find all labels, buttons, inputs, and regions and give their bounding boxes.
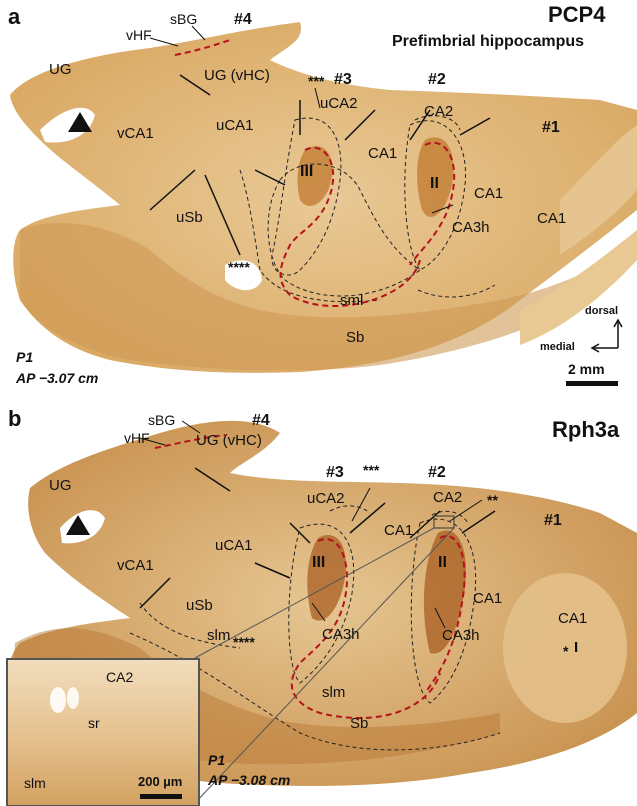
label-n4-b: #4 [252, 412, 270, 429]
label-sb-b: Sb [350, 715, 369, 732]
label-roman2-a: II [430, 175, 439, 192]
label-star1-b: * [563, 643, 569, 659]
label-vhf-a: vHF [126, 27, 152, 43]
panel-letter-a: a [8, 4, 21, 29]
label-ca1-far-a: CA1 [537, 210, 567, 227]
label-slm-a-b: slm [207, 627, 231, 644]
inset-label-sr: sr [88, 715, 100, 731]
label-roman3-a: III [300, 163, 314, 180]
inset-ca2-magnification: CA2 sr slm 200 µm [6, 658, 200, 806]
panel-a: a PCP4 Prefimbrial hippocampus UG sBG vH… [0, 0, 637, 400]
label-sb-a: Sb [346, 329, 365, 346]
label-ca3h-b-b: CA3h [442, 627, 480, 644]
orientation-arrows [590, 318, 623, 353]
label-ap-a: AP −3.07 cm [16, 370, 99, 386]
label-vca1-a: vCA1 [117, 125, 154, 142]
label-n1-a: #1 [542, 119, 560, 136]
label-sml-a: sml [340, 292, 364, 309]
label-ca3h-a: CA3h [452, 219, 490, 236]
label-ca1-right-a: CA1 [474, 185, 504, 202]
label-stars4-a: **** [228, 259, 250, 275]
label-vca1-b: vCA1 [117, 557, 154, 574]
stain-title-b: Rph3a [552, 417, 620, 442]
label-vhf-b: vHF [124, 430, 150, 446]
label-ca1-c-b: CA1 [558, 610, 588, 627]
label-n3-b: #3 [326, 464, 344, 481]
label-usb-b: uSb [186, 597, 213, 614]
label-p1-b: P1 [208, 752, 226, 768]
panel-letter-b: b [8, 406, 22, 431]
panel-b: CA2 sr slm 200 µm b Rph3a UG sBG vHF #4 … [0, 403, 637, 806]
red-boundaries-b [154, 434, 466, 720]
label-slm-b-b: slm [322, 684, 346, 701]
label-ug-vhc-b: UG (vHC) [196, 432, 262, 449]
label-ca2-a: CA2 [424, 103, 454, 120]
scale-label-a: 2 mm [568, 361, 605, 377]
label-ca1-a-b: CA1 [384, 522, 414, 539]
label-roman3-b: III [312, 554, 326, 571]
label-uca1-a: uCA1 [216, 117, 254, 134]
label-ug-vhc-a: UG (vHC) [204, 67, 270, 84]
region-boundaries-b [129, 505, 501, 751]
label-ug-b: UG [49, 477, 72, 494]
label-ca3h-a-b: CA3h [322, 626, 360, 643]
label-ug-a: UG [49, 61, 72, 78]
label-uca2-b: uCA2 [307, 490, 345, 507]
label-ap-b: AP −3.08 cm [208, 772, 291, 788]
label-p1-a: P1 [16, 349, 34, 365]
label-ca2-b: CA2 [433, 489, 463, 506]
label-uca1-b: uCA1 [215, 537, 253, 554]
label-n1-b: #1 [544, 512, 562, 529]
label-dorsal: dorsal [585, 305, 619, 317]
divider-lines [149, 74, 491, 256]
label-usb-a: uSb [176, 209, 203, 226]
label-sbg-a: sBG [170, 11, 198, 27]
triangle-marker-b [66, 515, 90, 535]
scale-bar-inset [140, 794, 182, 799]
scale-bar-a [566, 381, 618, 386]
label-ca1-mid-a: CA1 [368, 145, 398, 162]
label-stars3-b: *** [363, 462, 380, 478]
label-medial: medial [540, 341, 575, 353]
label-sbg-b: sBG [148, 412, 176, 428]
label-uca2-a: uCA2 [320, 95, 358, 112]
stain-title-a: PCP4 [548, 2, 606, 27]
label-n2-b: #2 [428, 464, 446, 481]
red-boundaries [174, 39, 456, 307]
label-n2-a: #2 [428, 71, 446, 88]
label-ca1-b-b: CA1 [473, 590, 503, 607]
label-stars3-a: *** [308, 73, 325, 89]
label-n3-a: #3 [334, 71, 352, 88]
label-stars2-b: ** [487, 492, 498, 508]
panel-a-tissue-image [10, 22, 637, 386]
inset-label-slm: slm [24, 775, 46, 791]
inset-label-ca2: CA2 [106, 669, 134, 685]
label-roman2-b: II [438, 554, 447, 571]
inset-scale-label: 200 µm [138, 774, 183, 789]
triangle-marker [68, 112, 92, 132]
label-roman1-b: I [574, 639, 579, 656]
label-stars4-b: **** [233, 634, 255, 650]
label-n4-a: #4 [234, 11, 252, 28]
subtitle-a: Prefimbrial hippocampus [392, 33, 585, 50]
region-boundaries [239, 115, 496, 303]
